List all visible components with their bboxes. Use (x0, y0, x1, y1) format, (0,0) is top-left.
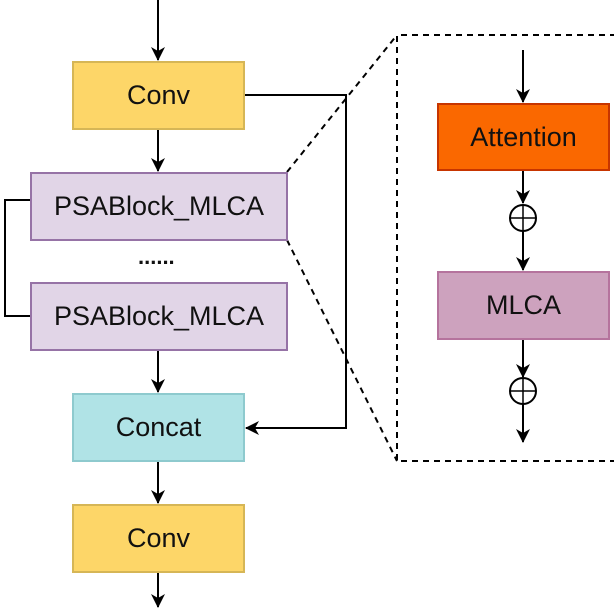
conv-bottom-label: Conv (126, 523, 191, 553)
concat-label: Concat (115, 412, 202, 442)
conv-bottom-node: Conv (72, 504, 245, 573)
add-icon-1 (509, 204, 537, 232)
concat-node: Concat (72, 393, 245, 462)
psablock-mlca-node-1: PSABlock_MLCA (30, 172, 288, 241)
repeat-ellipsis: ...... (138, 244, 175, 269)
zoom-guide-bottom (286, 239, 398, 462)
detail-dashed-frame (396, 34, 614, 462)
attention-node: Attention (437, 103, 610, 171)
conv-top-node: Conv (72, 61, 245, 130)
psablock-mlca-node-2: PSABlock_MLCA (30, 282, 288, 351)
add-icon-2 (509, 377, 537, 405)
psablock-2-label: PSABlock_MLCA (53, 301, 265, 331)
psablock-1-label: PSABlock_MLCA (53, 191, 265, 221)
skip-connection-line (245, 94, 347, 435)
repeat-loop-line (4, 199, 30, 317)
attention-label: Attention (470, 121, 577, 152)
conv-top-label: Conv (126, 80, 191, 110)
mlca-node: MLCA (437, 271, 610, 340)
zoom-guide-top (286, 34, 398, 173)
mlca-label: MLCA (485, 290, 561, 320)
